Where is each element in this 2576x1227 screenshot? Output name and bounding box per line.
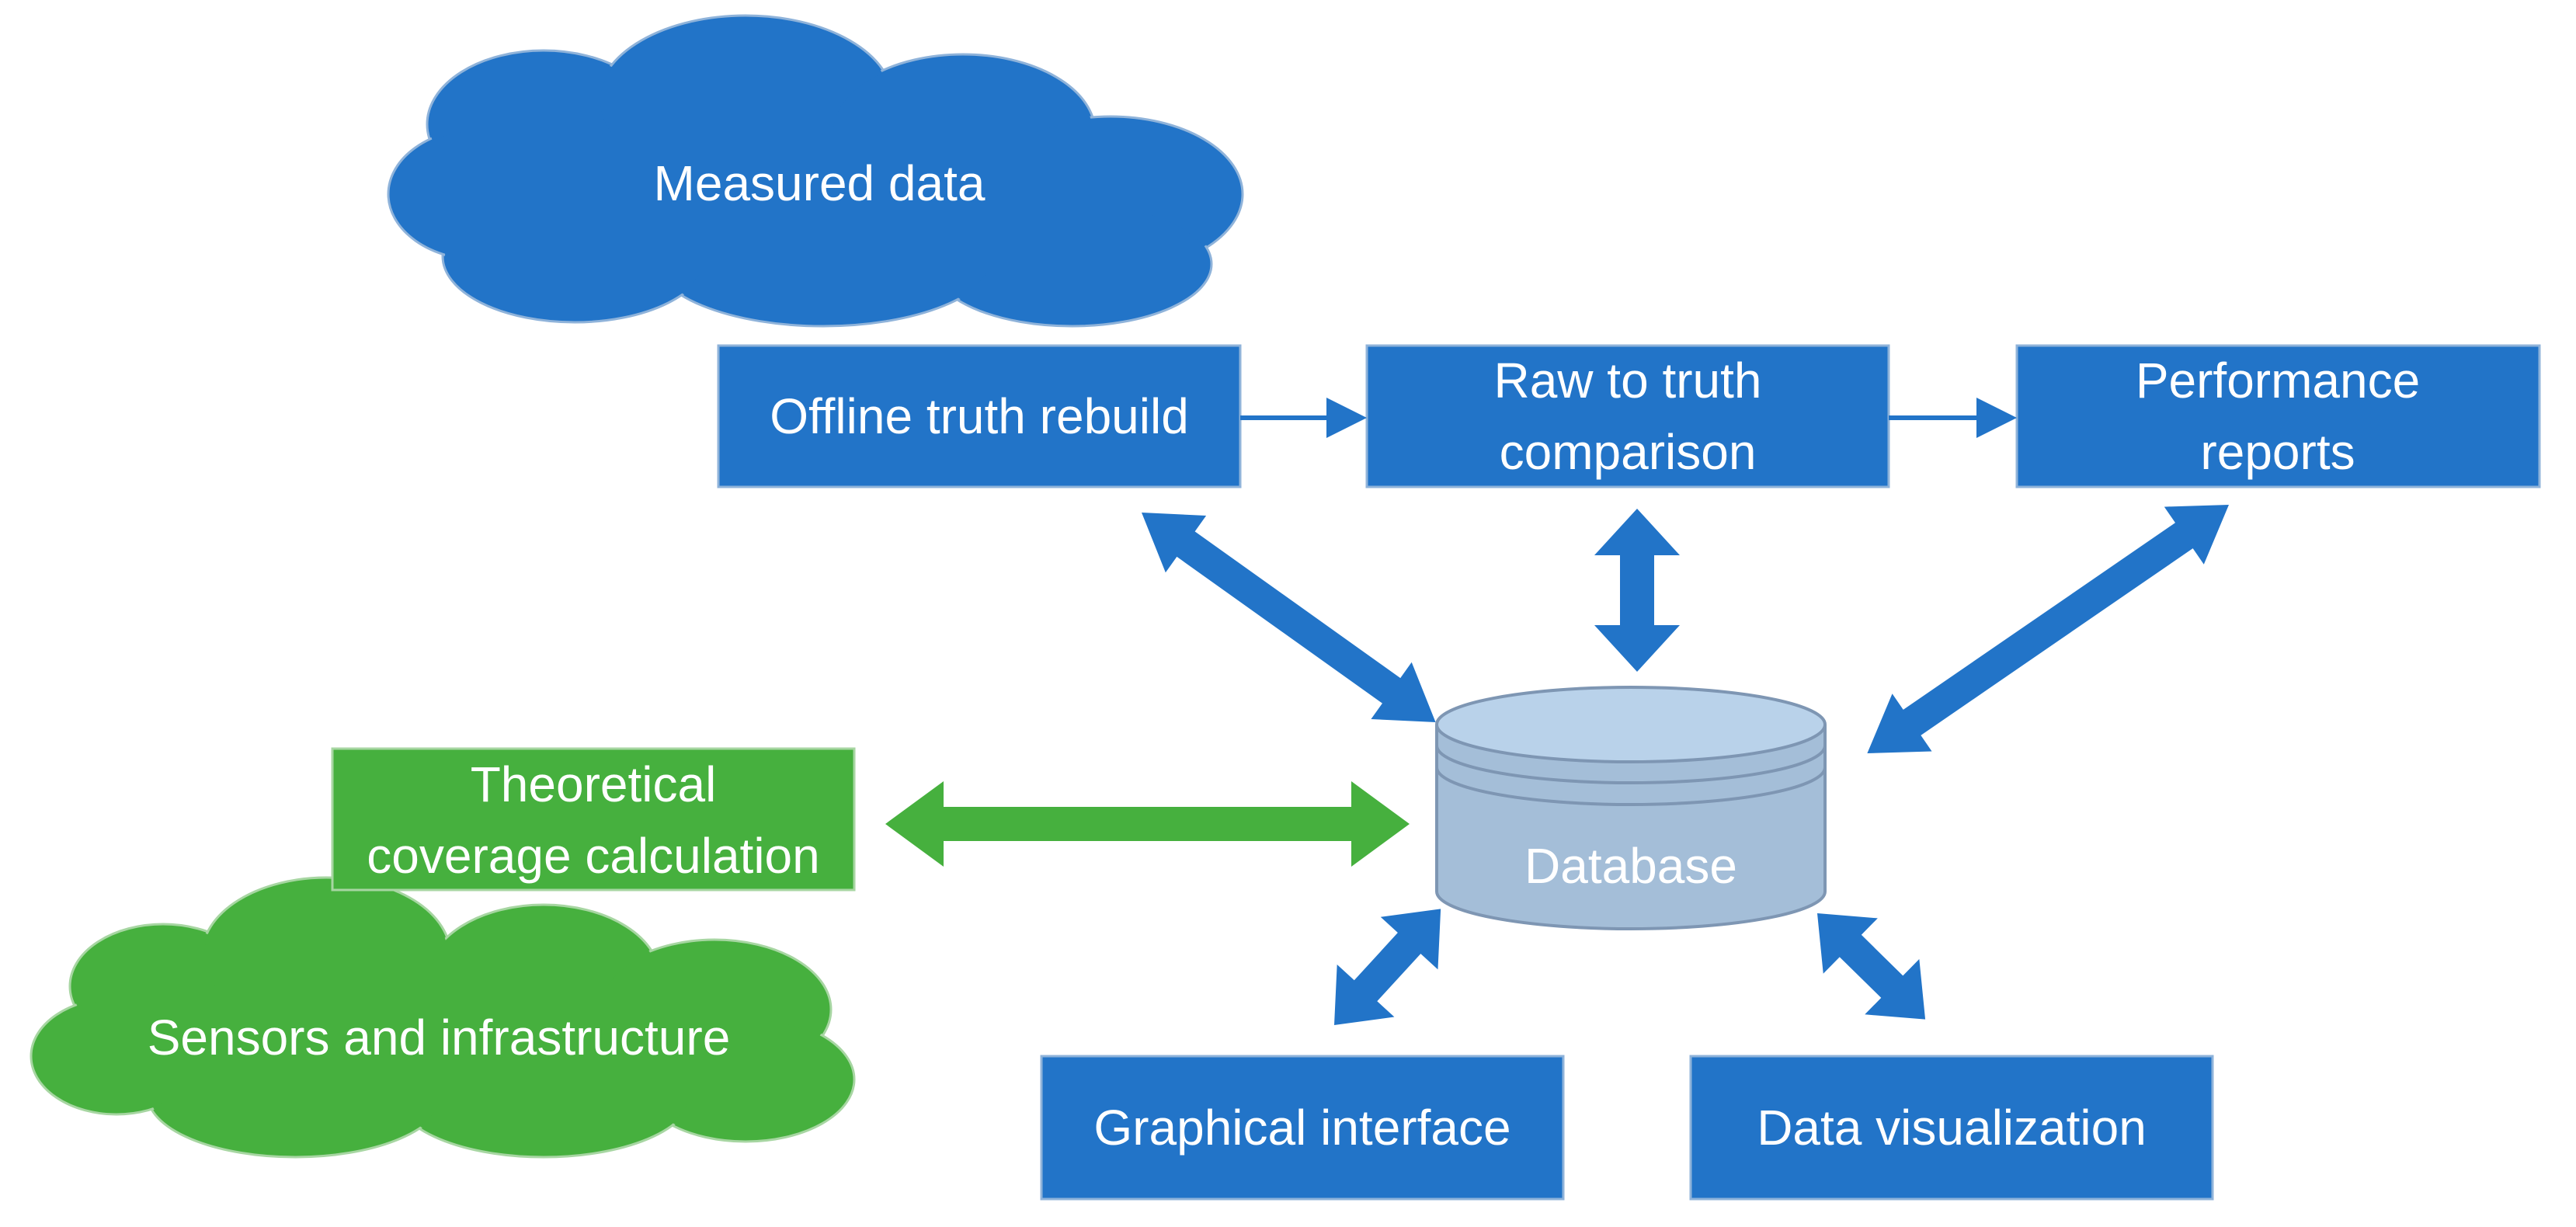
performance-reports-box: Performance reports <box>2015 344 2541 488</box>
double-arrow-theoretical-database <box>885 781 1410 867</box>
performance-box-label-line1: Performance <box>2136 353 2420 408</box>
sensors-infrastructure-label: Sensors and infrastructure <box>148 1010 731 1065</box>
theoretical-box-shape <box>331 747 856 892</box>
database-body <box>1435 725 1827 930</box>
theoretical-coverage-box: Theoretical coverage calculation <box>331 747 856 892</box>
theoretical-box-label-line1: Theoretical <box>471 756 717 812</box>
double-arrow-dataviz-database-shape <box>1817 913 1926 1020</box>
graphical-interface-box: Graphical interface <box>1040 1055 1565 1201</box>
double-arrow-graphical-database-shape <box>1334 909 1441 1025</box>
database-label: Database <box>1524 838 1737 894</box>
double-arrow-offline-database <box>1142 513 1436 723</box>
offline-box-shape <box>717 344 1242 488</box>
arrow-raw-to-performance <box>1889 398 2017 438</box>
database-ring-1 <box>1435 745 1827 784</box>
graphical-box-shape <box>1040 1055 1565 1201</box>
performance-box-label-line2: reports <box>2200 424 2355 480</box>
double-arrow-raw-database <box>1594 509 1680 672</box>
raw-to-truth-comparison-box: Raw to truth comparison <box>1365 344 1890 488</box>
raw-box-shape <box>1365 344 1890 488</box>
offline-truth-rebuild-box: Offline truth rebuild <box>717 344 1242 488</box>
double-arrow-performance-database <box>1867 505 2229 754</box>
double-arrow-performance-database-shape <box>1867 505 2229 754</box>
raw-box-label-line2: comparison <box>1500 424 1757 480</box>
database-ring-2 <box>1435 766 1827 806</box>
arrow-offline-to-raw <box>1240 398 1367 438</box>
double-arrow-raw-database-shape <box>1594 509 1680 672</box>
double-arrow-dataviz-database <box>1817 913 1926 1020</box>
double-arrow-graphical-database <box>1334 909 1441 1025</box>
graphical-box-label: Graphical interface <box>1093 1100 1510 1156</box>
theoretical-box-label-line2: coverage calculation <box>367 828 819 884</box>
dataviz-box-label: Data visualization <box>1757 1100 2147 1156</box>
raw-box-label-line1: Raw to truth <box>1493 353 1761 408</box>
measured-data-cloud: Measured data <box>387 14 1244 328</box>
database-cylinder: Database <box>1435 686 1827 930</box>
dataviz-box-shape <box>1689 1055 2214 1201</box>
offline-box-label: Offline truth rebuild <box>770 388 1189 444</box>
sensors-infrastructure-cloud: Sensors and infrastructure <box>30 876 856 1159</box>
database-top <box>1435 686 1827 763</box>
double-arrow-theoretical-database-shape <box>885 781 1410 867</box>
data-visualization-box: Data visualization <box>1689 1055 2214 1201</box>
double-arrow-offline-database-shape <box>1142 513 1436 723</box>
performance-box-shape <box>2015 344 2541 488</box>
measured-data-label: Measured data <box>654 155 986 211</box>
